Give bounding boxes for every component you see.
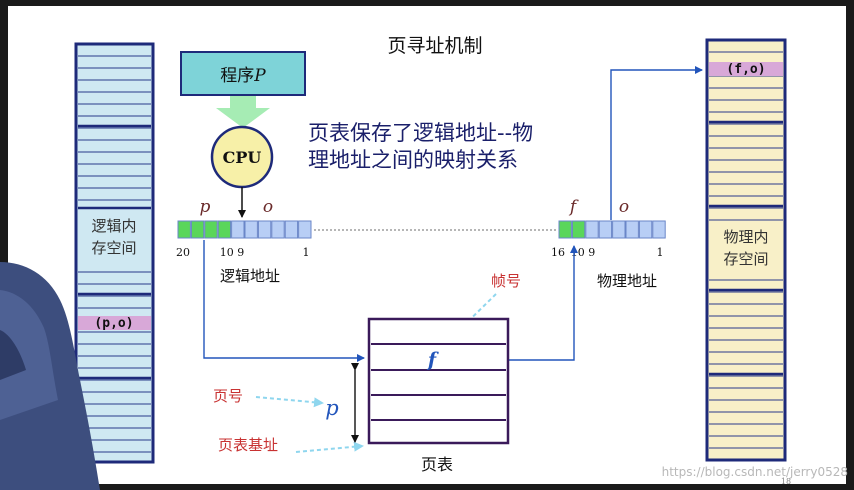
page-table-base-arrow — [295, 441, 364, 453]
physical-memory-entry-highlight — [709, 62, 783, 76]
physical-offset-bit — [625, 220, 639, 239]
cpu-circle: CPU — [210, 125, 274, 189]
logical-bit-20: 20 — [176, 246, 190, 259]
logical-offset-bit — [244, 220, 258, 239]
logical-offset-field: o — [263, 197, 273, 217]
logical-memory-block: 逻辑内 存空间 (p,o) — [74, 42, 155, 464]
physical-offset-bit — [598, 220, 613, 239]
logical-bit-10-9: 10 9 — [220, 246, 245, 259]
logical-offset-bit — [298, 220, 312, 239]
logical-page-bit — [217, 220, 232, 239]
physical-offset-bit — [638, 220, 653, 239]
program-box: 程序P — [180, 51, 306, 96]
physical-memory-label-line1: 物理内 — [723, 228, 768, 246]
physical-offset-bit — [585, 220, 599, 239]
logical-page-bit — [204, 220, 218, 239]
program-var: P — [253, 66, 266, 86]
page-number-label: 页号 — [213, 387, 243, 405]
physical-bit-16: 16 — [551, 246, 565, 259]
physical-address-caption: 物理地址 — [597, 272, 657, 290]
logical-offset-bit — [231, 220, 245, 239]
physical-frame-bit — [558, 220, 572, 239]
physical-memory-label-line2: 存空间 — [723, 250, 768, 268]
physical-to-memory-arrow — [610, 66, 703, 220]
logical-offset-bit — [257, 220, 272, 239]
logical-offset-bit — [271, 220, 285, 239]
watermark: https://blog.csdn.net/jerry0528 — [662, 465, 848, 479]
physical-memory-entry: (f,o) — [726, 62, 765, 77]
page-number-arrow — [255, 396, 324, 408]
logical-bit-1: 1 — [303, 246, 310, 259]
page-table-entry: f — [426, 349, 439, 371]
logical-memory-label-bg — [78, 210, 151, 262]
physical-offset-bit — [652, 220, 666, 239]
description-line1: 页表保存了逻辑地址--物 — [308, 121, 533, 145]
page-table-caption: 页表 — [421, 455, 453, 474]
page-table-base-label: 页表基址 — [218, 436, 278, 454]
physical-frame-bit — [571, 220, 586, 239]
pagetable-to-physical-arrow — [508, 245, 578, 361]
logical-memory-entry-highlight — [78, 316, 151, 330]
logical-to-pagetable-arrow — [203, 240, 365, 362]
program-label: 程序P — [220, 66, 266, 86]
physical-offset-field: o — [619, 197, 629, 217]
physical-bit-1: 1 — [657, 246, 664, 259]
physical-memory-label-bg — [709, 224, 783, 274]
physical-offset-bit — [612, 220, 626, 239]
slide-number: 18 — [781, 477, 791, 486]
program-to-cpu-arrow — [216, 96, 270, 128]
program-label-text: 程序 — [220, 66, 254, 86]
logical-page-bit — [190, 220, 205, 239]
logical-address-register: p o 20 10 9 1 逻辑地址 — [176, 197, 312, 285]
presenter-silhouette — [0, 262, 100, 490]
logical-offset-bit — [284, 220, 299, 239]
page-number-var: p — [325, 396, 338, 420]
logical-memory-label-line1: 逻辑内 — [91, 217, 136, 235]
physical-memory-block: 物理内 存空间 (f,o) — [705, 38, 787, 462]
physical-frame-field: f — [568, 197, 579, 217]
logical-memory-entry: (p,o) — [94, 316, 133, 331]
frame-number-label: 帧号 — [491, 272, 521, 290]
slide-title: 页寻址机制 — [387, 35, 482, 57]
logical-page-bit — [177, 220, 191, 239]
logical-page-field: p — [200, 197, 211, 217]
description-line2: 理地址之间的映射关系 — [308, 148, 518, 172]
cpu-label: CPU — [223, 148, 262, 167]
logical-memory-label-line2: 存空间 — [91, 239, 136, 257]
page-table: f 页表 — [367, 317, 510, 474]
logical-address-caption: 逻辑地址 — [220, 267, 280, 285]
page-table-frame — [367, 317, 510, 445]
physical-address-register: f o 16 10 9 1 物理地址 — [551, 197, 666, 290]
